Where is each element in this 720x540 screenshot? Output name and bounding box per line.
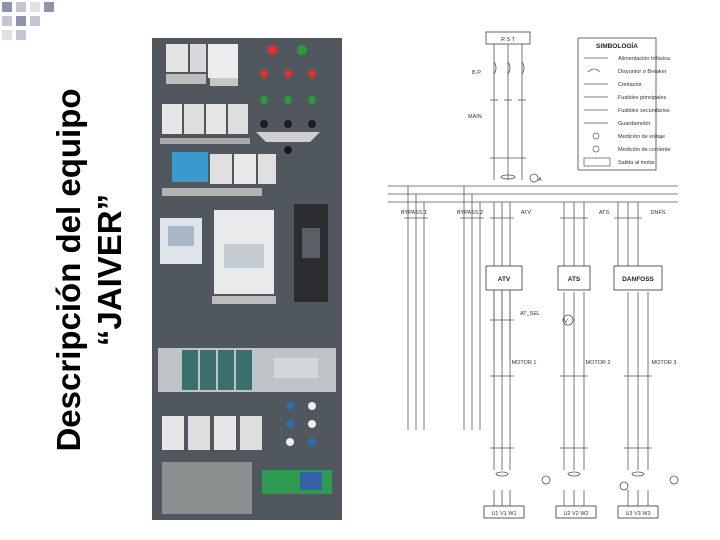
legend-title: SIMBOLOGÍA	[596, 41, 638, 50]
title-line-1: Descripción del equipo	[50, 88, 87, 452]
schematic-drawing: R S T	[388, 31, 679, 519]
main-label: MAIN	[468, 114, 482, 120]
drive-box-danfoss	[613, 265, 663, 291]
legend-item: Disyuntor o Breaker	[618, 69, 667, 75]
branch-label: BYPASS 1	[401, 210, 427, 216]
branch-label: DNFS	[651, 210, 666, 216]
legend-item: Medición de corriente	[618, 147, 671, 153]
title-line-2: “JAIVER”	[91, 193, 128, 347]
drive-label: ATS	[568, 276, 581, 283]
breaker-row-top	[166, 44, 238, 86]
drive-box-atv	[485, 265, 523, 291]
breaker-label: B.P.	[472, 70, 482, 76]
voltmeter-v: V	[564, 319, 568, 325]
legend-item: Guardamotor	[618, 121, 651, 127]
drive-box-ats	[557, 265, 591, 291]
legend-item: Salida al motor	[618, 160, 655, 166]
output-box	[617, 505, 659, 519]
output-label: U2 V2 W2	[563, 511, 588, 517]
control-panel-photo	[152, 38, 342, 520]
branch-label: ATS	[599, 210, 610, 216]
legend-item: Alimentación trifásica	[618, 56, 671, 62]
legend-item: Fusibles secundarios	[618, 108, 670, 114]
pilot-lights	[256, 45, 320, 154]
drive-label: DANFOSS	[622, 276, 654, 283]
slide-title: Descripción del equipo “JAIVER”	[44, 30, 134, 510]
output-label: U3 V3 W3	[625, 511, 650, 517]
atv-sel-label: AT_SEL	[520, 311, 540, 317]
output-box	[483, 505, 525, 519]
electrical-schematic: R S T	[378, 30, 708, 520]
output-label: U1 V1 W1	[491, 511, 516, 517]
branch-label: ATV	[521, 210, 532, 216]
legend: SIMBOLOGÍA Alimentación trifásica Disyun…	[577, 37, 671, 171]
plc-modules	[158, 348, 336, 392]
supply-label: R S T	[501, 37, 516, 43]
motor-label: MOTOR 3	[652, 360, 677, 366]
legend-item: Fusibles principales	[618, 95, 667, 101]
bottom-relays	[162, 402, 332, 514]
motor-label: MOTOR 2	[586, 360, 611, 366]
motor-label: MOTOR 1	[512, 360, 537, 366]
variable-speed-drives	[160, 204, 328, 304]
legend-item: Contactor	[618, 82, 642, 88]
branch-label: BYPASS 2	[457, 210, 483, 216]
contactor-row	[160, 104, 276, 196]
drive-label: ATV	[498, 276, 511, 283]
output-box	[555, 505, 597, 519]
legend-item: Medición de voltaje	[618, 134, 665, 140]
control-panel-drawing	[152, 38, 342, 520]
ammeter-a: A	[538, 177, 542, 183]
